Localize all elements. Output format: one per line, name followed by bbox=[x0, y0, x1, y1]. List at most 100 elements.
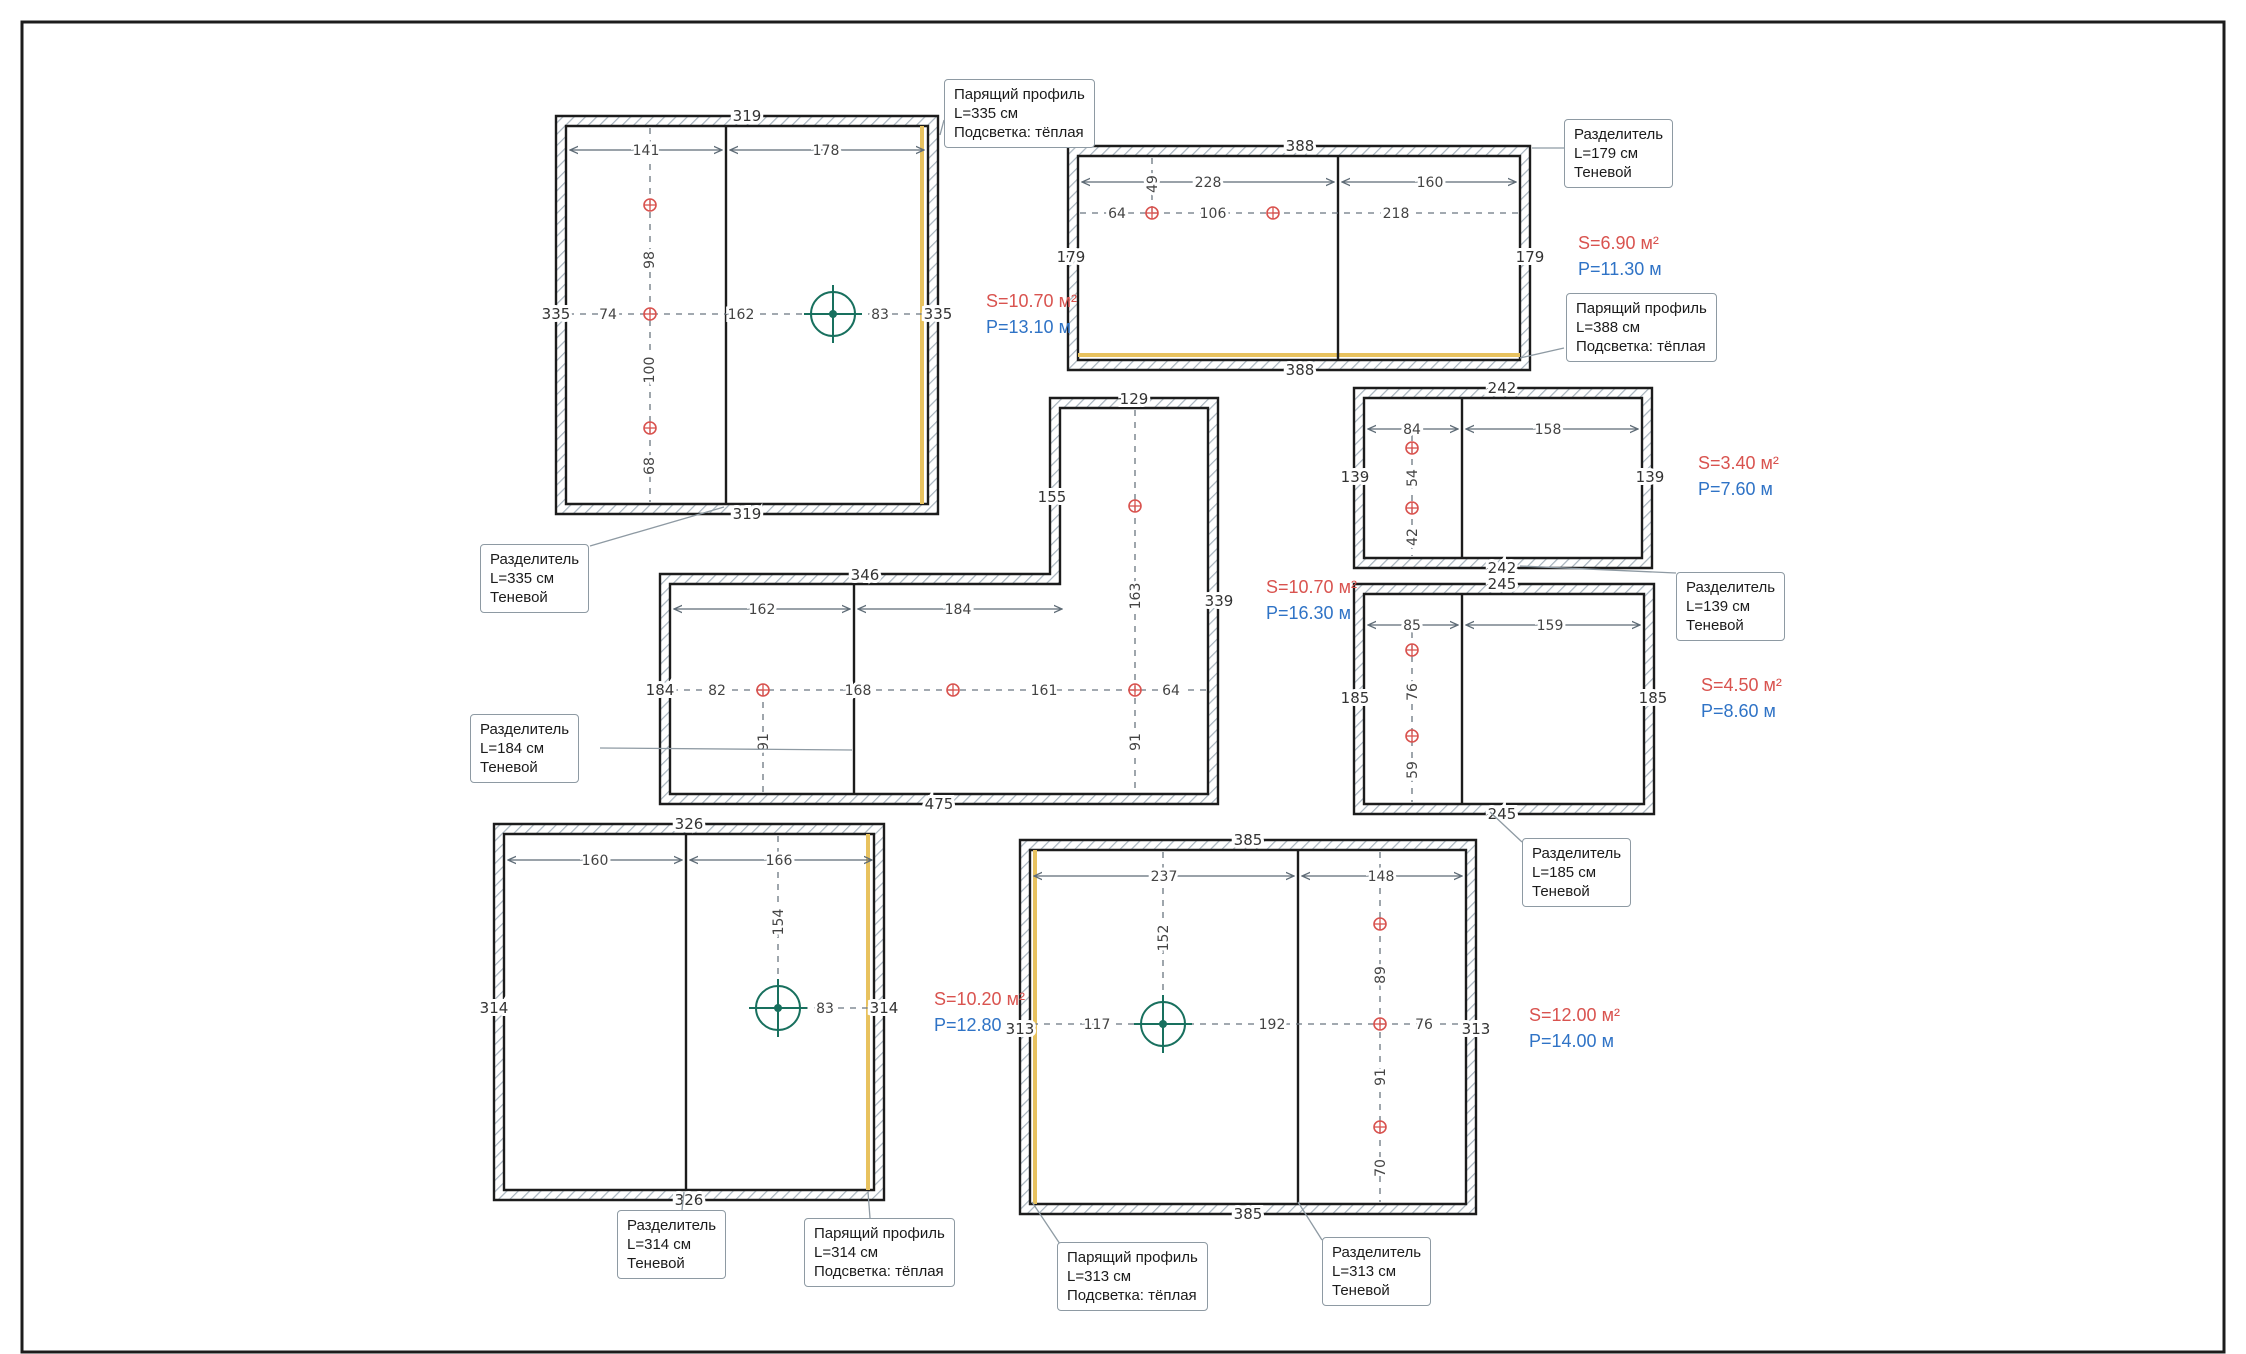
dim-label: 84 bbox=[1403, 422, 1421, 438]
room-4-top-dim: 242 bbox=[1488, 379, 1517, 397]
spot-light-icon bbox=[1266, 206, 1280, 220]
room-5-area: S=4.50 м² P=8.60 м bbox=[1701, 672, 1782, 724]
dim-label: 74 bbox=[599, 307, 617, 323]
perimeter-value: P=12.80 bbox=[934, 1015, 1002, 1035]
room-3-inner-dim: 155 bbox=[1038, 488, 1067, 506]
dim-label: 163 bbox=[1128, 583, 1144, 610]
chandelier-icon bbox=[1134, 995, 1192, 1053]
callout-divider: Разделитель L=179 см Теневой bbox=[1564, 119, 1674, 188]
spot-light-icon bbox=[643, 198, 657, 212]
dim-label: 83 bbox=[816, 1001, 834, 1017]
dim-label: 159 bbox=[1537, 618, 1564, 634]
dim-label: 168 bbox=[845, 683, 872, 699]
callout-detail: Теневой bbox=[1574, 164, 1632, 181]
dim-label: 83 bbox=[871, 307, 889, 323]
room-3-top-right-dim: 129 bbox=[1120, 390, 1149, 408]
dim-label: 117 bbox=[1084, 1017, 1111, 1033]
spot-light-icon bbox=[1373, 917, 1387, 931]
callout-detail: Подсветка: тёплая bbox=[954, 124, 1084, 141]
perimeter-value: P=8.60 м bbox=[1701, 701, 1776, 721]
dim-label: 178 bbox=[813, 143, 840, 159]
room-7-right-dim: 313 bbox=[1462, 1020, 1491, 1038]
callout-divider: Разделитель L=335 см Теневой bbox=[480, 544, 590, 613]
room-6: 326 326 314 314 160 166 83 154 bbox=[477, 812, 902, 1212]
dim-label: 192 bbox=[1259, 1017, 1286, 1033]
room-7-wall bbox=[1018, 838, 1478, 1216]
room-2-bottom-dim: 388 bbox=[1286, 361, 1315, 379]
area-value: S=10.70 м² bbox=[986, 291, 1077, 311]
room-6-right-dim: 314 bbox=[870, 999, 899, 1017]
callout-length: L=388 см bbox=[1576, 319, 1641, 336]
room-2-area: S=6.90 м² P=11.30 м bbox=[1578, 230, 1662, 282]
spot-light-icon bbox=[1373, 1120, 1387, 1134]
room-2-left-dim: 179 bbox=[1057, 248, 1086, 266]
room-6-wall bbox=[492, 822, 886, 1202]
spot-light-icon bbox=[1405, 643, 1419, 657]
dim-label: 70 bbox=[1373, 1159, 1389, 1177]
dim-label: 100 bbox=[642, 357, 658, 384]
perimeter-value: P=11.30 м bbox=[1578, 259, 1662, 279]
room-7-area: S=12.00 м² P=14.00 м bbox=[1529, 1002, 1620, 1054]
dim-label: 106 bbox=[1200, 206, 1227, 222]
callout-title: Разделитель bbox=[490, 551, 580, 568]
dim-label: 162 bbox=[728, 307, 755, 323]
dim-label: 148 bbox=[1368, 869, 1395, 885]
callout-title: Разделитель bbox=[1332, 1244, 1422, 1261]
room-4-bottom-dim: 242 bbox=[1488, 559, 1517, 577]
callout-title: Разделитель bbox=[1574, 126, 1664, 143]
spot-light-icon bbox=[1405, 441, 1419, 455]
room-1-top-dim: 319 bbox=[733, 107, 762, 125]
callout-title: Парящий профиль bbox=[1576, 300, 1707, 317]
callout-floating-profile: Парящий профиль L=313 см Подсветка: тёпл… bbox=[1057, 1242, 1208, 1311]
room-1-area: S=10.70 м² P=13.10 м bbox=[986, 288, 1077, 340]
dim-label: 160 bbox=[1417, 175, 1444, 191]
perimeter-value: P=13.10 м bbox=[986, 317, 1071, 337]
spot-light-icon bbox=[1145, 206, 1159, 220]
callout-title: Парящий профиль bbox=[1067, 1249, 1198, 1266]
dim-label: 166 bbox=[766, 853, 793, 869]
dim-label: 89 bbox=[1373, 966, 1389, 984]
callout-title: Разделитель bbox=[627, 1217, 717, 1234]
callout-divider: Разделитель L=184 см Теневой bbox=[470, 714, 580, 783]
callout-title: Разделитель bbox=[480, 721, 570, 738]
room-7: 385 385 313 313 237 148 117 192 76 152 8… bbox=[1003, 828, 1494, 1226]
callout-detail: Теневой bbox=[1532, 883, 1590, 900]
perimeter-value: P=14.00 м bbox=[1529, 1031, 1614, 1051]
callout-title: Парящий профиль bbox=[954, 86, 1085, 103]
chandelier-icon bbox=[804, 285, 862, 343]
dim-label: 160 bbox=[582, 853, 609, 869]
room-6-bottom-dim: 326 bbox=[675, 1191, 704, 1209]
room-1-left-dim: 335 bbox=[542, 305, 571, 323]
room-6-area: S=10.20 м² P=12.80 bbox=[934, 986, 1025, 1038]
dim-label: 218 bbox=[1383, 206, 1410, 222]
dim-label: 68 bbox=[642, 457, 658, 475]
callout-length: L=335 см bbox=[954, 105, 1019, 122]
callout-title: Парящий профиль bbox=[814, 1225, 945, 1242]
room-4: 242 242 139 139 84 158 54 42 bbox=[1338, 376, 1668, 580]
room-3-wall bbox=[658, 396, 1220, 806]
callout-detail: Подсветка: тёплая bbox=[1576, 338, 1706, 355]
callout-length: L=313 см bbox=[1067, 1268, 1132, 1285]
area-value: S=10.70 м² bbox=[1266, 577, 1357, 597]
room-3-right-dim: 339 bbox=[1205, 592, 1234, 610]
room-5-top-dim: 245 bbox=[1488, 575, 1517, 593]
room-6-top-dim: 326 bbox=[675, 815, 704, 833]
dim-label: 59 bbox=[1405, 761, 1421, 779]
room-4-wall bbox=[1352, 386, 1654, 570]
callout-divider: Разделитель L=139 см Теневой bbox=[1676, 572, 1786, 641]
room-5-wall bbox=[1352, 582, 1656, 816]
dim-label: 154 bbox=[771, 909, 787, 936]
callout-length: L=313 см bbox=[1332, 1263, 1397, 1280]
room-5-left-dim: 185 bbox=[1341, 689, 1370, 707]
room-4-right-dim: 139 bbox=[1636, 468, 1665, 486]
spot-light-icon bbox=[756, 683, 770, 697]
room-5: 245 245 185 185 85 159 76 59 bbox=[1338, 572, 1671, 826]
spot-light-icon bbox=[1373, 1017, 1387, 1031]
room-3: 129 346 475 184 339 155 162 184 82 168 1… bbox=[643, 387, 1237, 816]
spot-light-icon bbox=[1405, 501, 1419, 515]
area-value: S=3.40 м² bbox=[1698, 453, 1779, 473]
dim-label: 64 bbox=[1108, 206, 1126, 222]
room-5-right-dim: 185 bbox=[1639, 689, 1668, 707]
leader-lines bbox=[589, 119, 1677, 1245]
